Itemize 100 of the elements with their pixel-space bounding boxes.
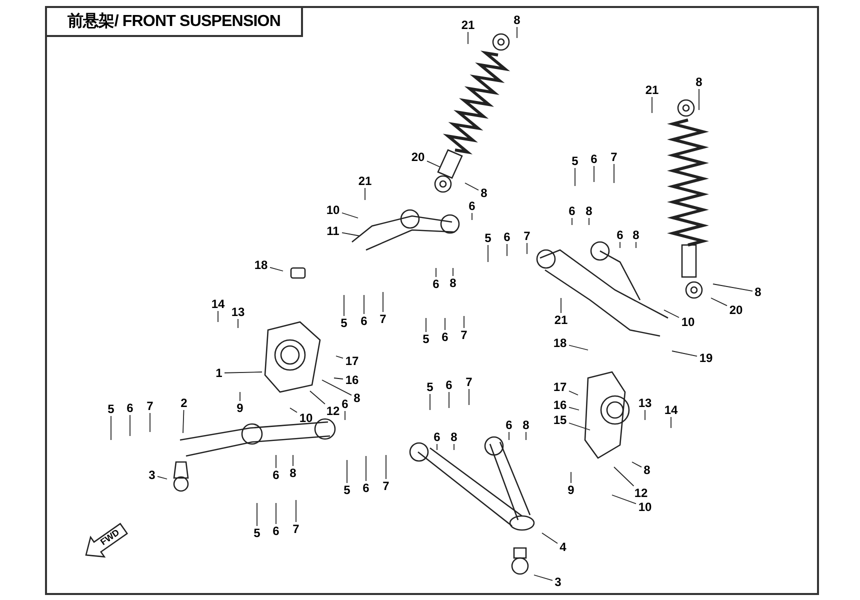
leader-line: [426, 160, 440, 168]
callout-number: 8: [586, 204, 592, 218]
callout-number: 7: [292, 522, 300, 536]
leader-line: [468, 388, 470, 406]
callout-number: 7: [146, 399, 154, 413]
leader-line: [224, 372, 262, 374]
direction-label: FWD: [98, 526, 122, 550]
leader-line: [256, 502, 258, 526]
callout-number: 2: [180, 396, 188, 410]
callout-number: 5: [422, 332, 430, 346]
callout-number: 6: [272, 524, 280, 538]
callout-number: 6: [468, 199, 476, 213]
callout-number: 7: [382, 479, 390, 493]
callout-number: 6: [126, 401, 134, 415]
leader-line: [672, 350, 698, 357]
leader-line: [698, 88, 700, 110]
leader-line: [570, 472, 572, 484]
leader-line: [290, 408, 298, 413]
callout-number: 20: [729, 303, 743, 317]
callout-number: 18: [254, 258, 268, 272]
leader-line: [436, 444, 438, 450]
callout-number: 8: [514, 13, 520, 27]
leader-line: [670, 416, 672, 428]
callout-number: 6: [432, 277, 440, 291]
callout-number: 21: [358, 174, 372, 188]
leader-line: [157, 476, 168, 480]
callout-number: 5: [426, 380, 434, 394]
leader-line: [464, 182, 479, 191]
callout-number: 5: [344, 483, 350, 497]
leader-line: [712, 284, 753, 292]
callout-number: 6: [360, 314, 368, 328]
callout-number: 8: [696, 75, 702, 89]
callout-number: 7: [610, 150, 618, 164]
callout-number: 8: [450, 430, 458, 444]
callout-number: 8: [290, 466, 296, 480]
callout-number: 8: [480, 186, 488, 200]
callout-number: 6: [568, 204, 576, 218]
callout-number: 6: [446, 378, 452, 392]
callout-number: 12: [326, 404, 340, 418]
leader-line: [452, 268, 454, 276]
callout-number: 7: [460, 328, 468, 342]
leader-line: [568, 422, 590, 430]
callout-number: 10: [326, 203, 340, 217]
callout-number: 7: [466, 375, 472, 389]
leader-line: [574, 168, 576, 186]
callout-number: 6: [506, 418, 512, 432]
callout-number: 6: [590, 152, 598, 166]
callout-number: 6: [362, 481, 370, 495]
callout-number: 5: [484, 231, 492, 245]
leader-line: [334, 378, 344, 380]
callout-number: 21: [461, 18, 475, 32]
leader-line: [182, 410, 184, 434]
callout-number: 8: [354, 391, 360, 405]
callout-number: 3: [554, 575, 562, 589]
callout-number: 14: [664, 403, 678, 417]
leader-line: [292, 454, 294, 466]
callout-number: 8: [522, 418, 530, 432]
leader-line: [526, 242, 528, 254]
callout-number: 19: [699, 351, 713, 365]
callout-number: 17: [345, 354, 359, 368]
callout-number: 1: [216, 366, 222, 380]
callout-number: 6: [342, 397, 348, 411]
callout-number: 13: [638, 396, 652, 410]
callout-number: 11: [326, 224, 340, 238]
leader-line: [588, 218, 590, 226]
leader-line: [632, 462, 642, 468]
callout-number: 21: [645, 83, 659, 97]
leader-line: [110, 416, 112, 440]
leader-line: [342, 232, 360, 236]
callout-number: 7: [524, 229, 530, 243]
callout-number: 9: [568, 483, 574, 497]
leader-line: [322, 380, 352, 396]
callout-number: 20: [411, 150, 425, 164]
callout-number: 7: [380, 312, 386, 326]
leader-line: [568, 344, 588, 350]
leader-line: [508, 432, 510, 440]
callout-number: 6: [504, 230, 510, 244]
callout-number: 8: [450, 276, 456, 290]
callout-number: 18: [553, 336, 567, 350]
leader-line: [444, 318, 446, 330]
callout-number: 12: [634, 486, 648, 500]
callout-number: 21: [554, 313, 568, 327]
callout-number: 5: [572, 154, 578, 168]
callout-number: 10: [299, 411, 313, 425]
leader-line: [448, 392, 450, 408]
callout-number: 5: [254, 526, 260, 540]
leader-line: [346, 460, 348, 484]
callout-number: 6: [434, 430, 440, 444]
callout-number: 16: [345, 373, 359, 387]
leader-line: [644, 410, 646, 420]
leader-line: [664, 310, 680, 318]
callout-number: 16: [553, 398, 567, 412]
callout-number: 10: [681, 315, 695, 329]
leader-line: [614, 466, 634, 486]
callout-number: 8: [632, 228, 640, 242]
callout-number: 6: [616, 228, 624, 242]
callout-number: 3: [148, 468, 156, 482]
leader-line: [534, 574, 553, 581]
callout-number: 9: [236, 401, 244, 415]
callout-number: 5: [108, 402, 114, 416]
